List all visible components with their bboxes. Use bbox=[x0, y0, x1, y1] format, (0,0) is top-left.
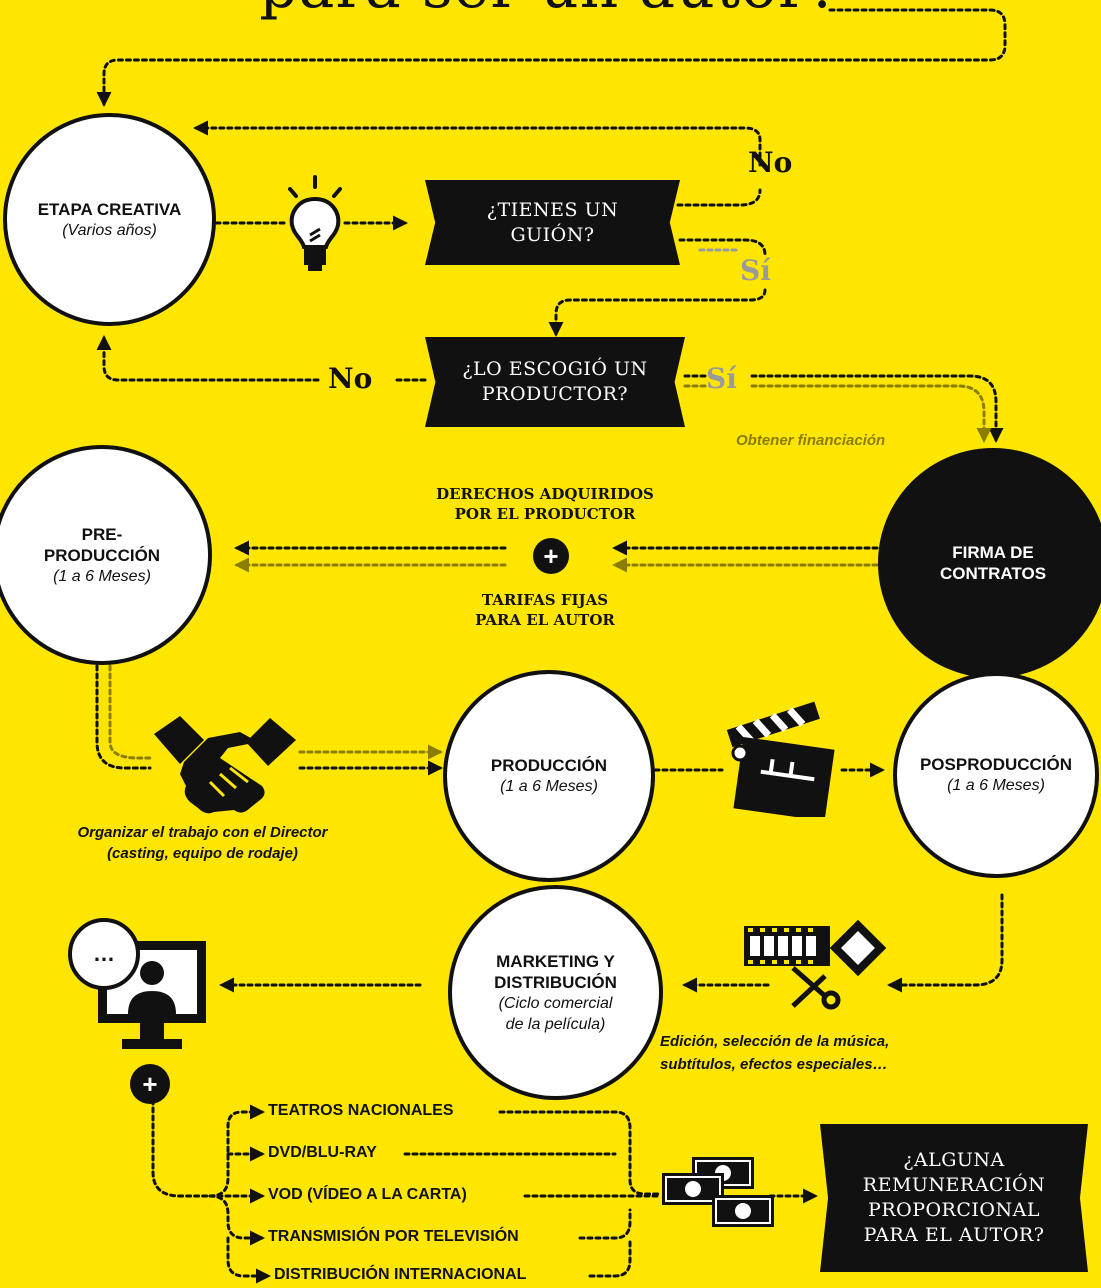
node-preproduccion: PRE- PRODUCCIÓN (1 a 6 Meses) bbox=[0, 445, 212, 665]
distribution-item: TRANSMISIÓN POR TELEVISIÓN bbox=[266, 1228, 521, 1246]
decision-remuneracion: ¿ALGUNA REMUNERACIÓN PROPORCIONAL PARA E… bbox=[820, 1124, 1088, 1272]
film-strip-icon bbox=[744, 919, 887, 977]
node-title: PRE- PRODUCCIÓN bbox=[43, 524, 161, 565]
scissors-icon bbox=[791, 966, 841, 1010]
node-title: MARKETING Y DISTRIBUCIÓN bbox=[494, 951, 617, 992]
page-title: para ser un autor? bbox=[250, 0, 850, 22]
node-sub: (Ciclo comercial de la película) bbox=[498, 994, 613, 1033]
node-title: POSPRODUCCIÓN bbox=[919, 755, 1073, 774]
label-derechos: DERECHOS ADQUIRIDOS POR EL PRODUCTOR bbox=[436, 485, 654, 523]
node-posproduccion: POSPRODUCCIÓN (1 a 6 Meses) bbox=[893, 672, 1099, 878]
node-produccion: PRODUCCIÓN (1 a 6 Meses) bbox=[443, 670, 655, 882]
distribution-item: VOD (VÍDEO A LA CARTA) bbox=[266, 1186, 469, 1204]
node-title: ETAPA CREATIVA bbox=[37, 199, 182, 219]
node-etapa-creativa: ETAPA CREATIVA (Varios años) bbox=[3, 113, 216, 326]
node-sub: (1 a 6 Meses) bbox=[500, 778, 598, 795]
money-bills-icon bbox=[662, 1157, 774, 1227]
distribution-item: DVD/BLU-RAY bbox=[266, 1144, 379, 1162]
label-tarifas: TARIFAS FIJAS PARA EL AUTOR bbox=[475, 591, 615, 629]
answer-no-guion: No bbox=[748, 146, 793, 179]
label-edicion: Edición, selección de la música, subtítu… bbox=[660, 1033, 890, 1073]
node-sub: (1 a 6 Meses) bbox=[53, 567, 151, 585]
handshake-icon bbox=[154, 716, 296, 814]
node-title: PRODUCCIÓN bbox=[490, 756, 608, 775]
node-sub: (Varios años) bbox=[62, 221, 157, 239]
lightbulb-icon bbox=[288, 175, 342, 271]
label-director: Organizar el trabajo con el Director (ca… bbox=[77, 824, 328, 862]
plus-icon: + bbox=[130, 1064, 170, 1104]
bubble-text: … bbox=[93, 941, 115, 966]
node-sub: (1 a 6 Meses) bbox=[947, 777, 1045, 794]
decision-guion: ¿TIENES UN GUIÓN? bbox=[425, 180, 680, 265]
decision-productor: ¿LO ESCOGIÓ UN PRODUCTOR? bbox=[425, 337, 685, 427]
answer-si-guion: Sí bbox=[740, 254, 771, 287]
node-marketing: MARKETING Y DISTRIBUCIÓN (Ciclo comercia… bbox=[448, 885, 663, 1100]
label-financiacion: Obtener financiación bbox=[736, 432, 886, 449]
answer-no-productor: No bbox=[328, 362, 373, 395]
node-title: FIRMA DE CONTRATOS bbox=[939, 543, 1047, 583]
node-firma-contratos: FIRMA DE CONTRATOS bbox=[878, 448, 1101, 678]
speech-bubble-icon: … bbox=[68, 918, 140, 990]
distribution-item: TEATROS NACIONALES bbox=[266, 1102, 456, 1120]
distribution-item: DISTRIBUCIÓN INTERNACIONAL bbox=[272, 1266, 529, 1284]
plus-icon: + bbox=[533, 538, 569, 574]
answer-si-productor: Sí bbox=[706, 362, 737, 395]
clapperboard-icon bbox=[726, 701, 835, 817]
